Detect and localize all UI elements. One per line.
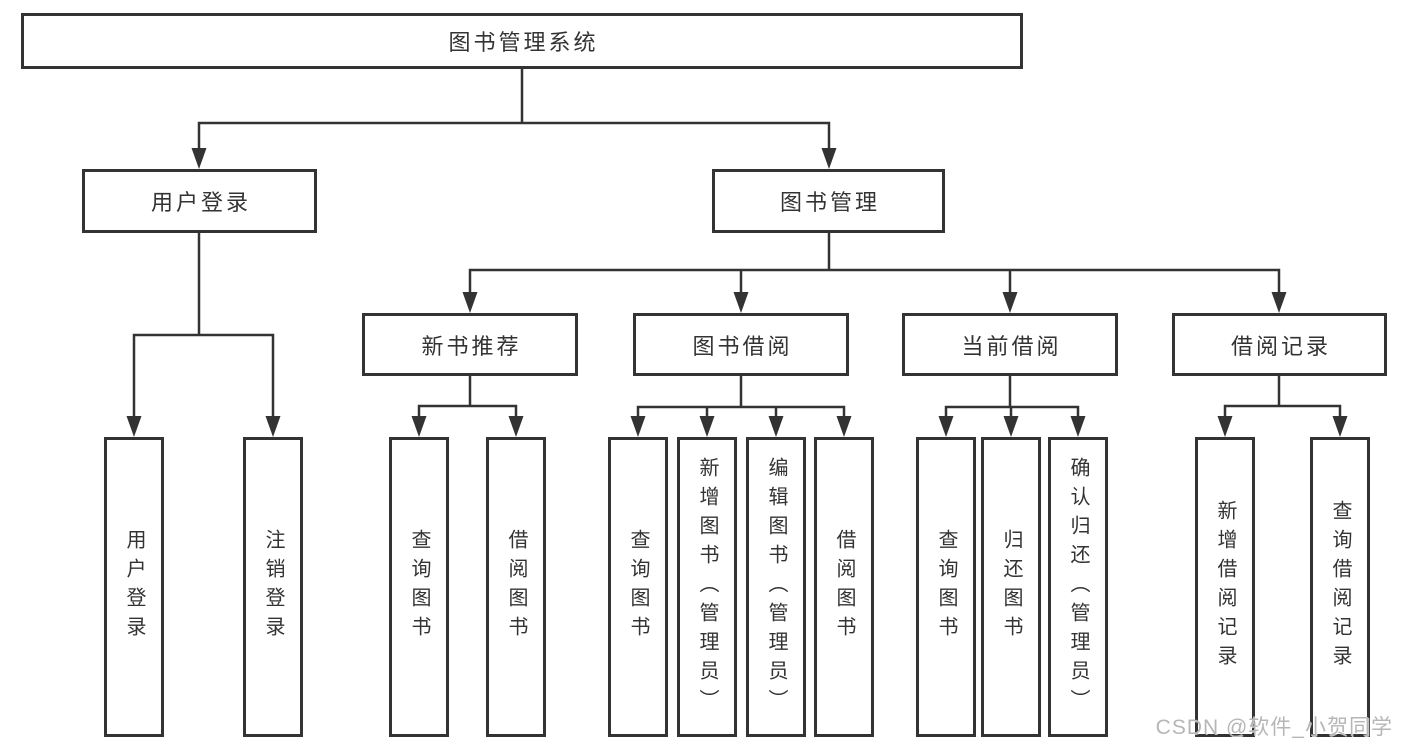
connector-root bbox=[197, 67, 831, 152]
arrowheads-leaves bbox=[126, 416, 1348, 437]
watermark: CSDN @软件_小贺同学 bbox=[1155, 716, 1393, 739]
leaf-confirm-return-admin: 确认归还（管理员） bbox=[1048, 437, 1108, 737]
leaf-add-book-admin: 新增图书（管理员） bbox=[677, 437, 737, 737]
node-borrow-records: 借阅记录 bbox=[1172, 313, 1387, 376]
node-book-borrow: 图书借阅 bbox=[633, 313, 849, 376]
leaf-query-books-current: 查询图书 bbox=[916, 437, 976, 737]
connector-current-borrow bbox=[944, 374, 1080, 420]
leaf-user-login: 用户登录 bbox=[104, 437, 164, 737]
leaf-borrow-books-recommend: 借阅图书 bbox=[486, 437, 546, 737]
leaf-return-books: 归还图书 bbox=[981, 437, 1041, 737]
connector-user-login bbox=[132, 231, 275, 420]
connector-borrow-records bbox=[1223, 373, 1342, 420]
arrowheads-level2 bbox=[191, 148, 837, 169]
node-new-book-recommend: 新书推荐 bbox=[362, 313, 578, 376]
node-current-borrow: 当前借阅 bbox=[902, 313, 1118, 376]
node-user-login: 用户登录 bbox=[82, 169, 317, 233]
leaf-logout-login: 注销登录 bbox=[243, 437, 303, 737]
leaf-add-borrow-record: 新增借阅记录 bbox=[1195, 437, 1255, 737]
leaf-query-books-borrow: 查询图书 bbox=[608, 437, 668, 737]
leaf-query-books-recommend: 查询图书 bbox=[389, 437, 449, 737]
leaf-query-borrow-record: 查询借阅记录 bbox=[1310, 437, 1370, 737]
connector-book-borrow bbox=[636, 373, 846, 420]
node-book-management: 图书管理 bbox=[712, 169, 945, 233]
connector-book-management bbox=[468, 231, 1281, 296]
arrowheads-level3 bbox=[462, 292, 1287, 313]
node-root: 图书管理系统 bbox=[21, 13, 1023, 69]
connector-new-book-recommend bbox=[417, 373, 518, 420]
leaf-edit-book-admin: 编辑图书（管理员） bbox=[746, 437, 806, 737]
leaf-borrow-books: 借阅图书 bbox=[814, 437, 874, 737]
